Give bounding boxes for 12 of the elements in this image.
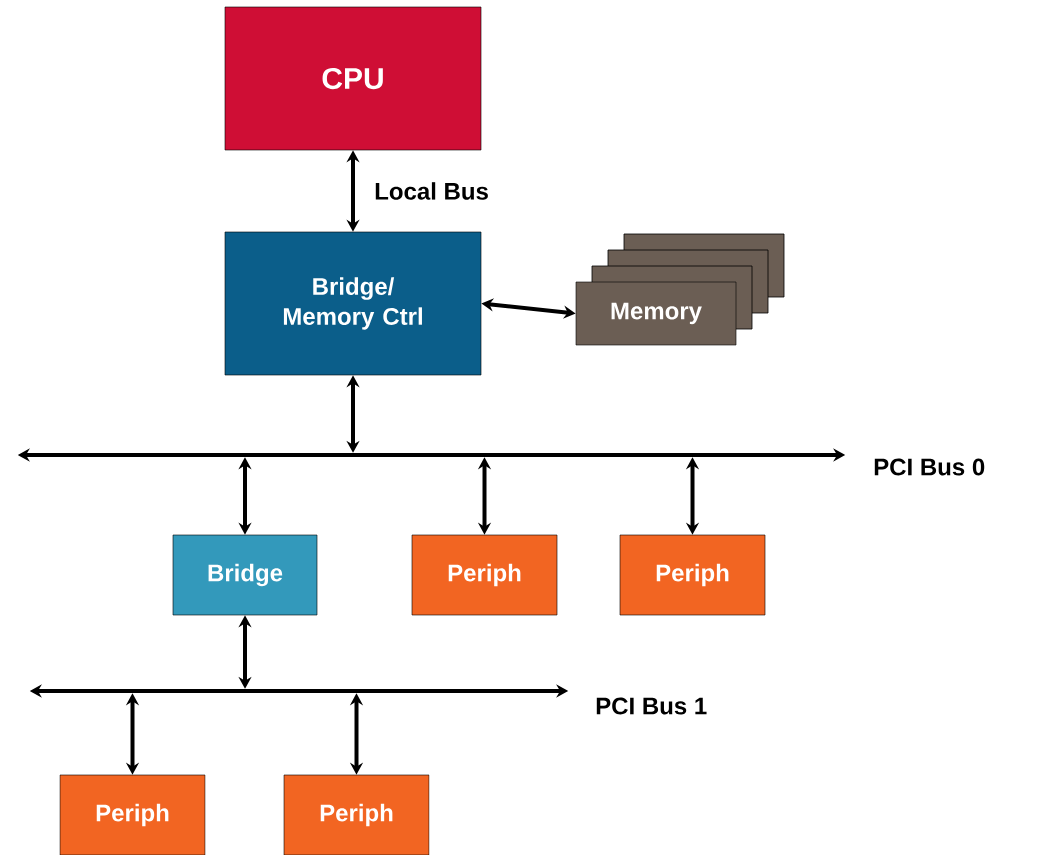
peripheral-box: Periph bbox=[411, 534, 558, 616]
peripheral-box: Periph bbox=[283, 774, 430, 855]
edge-label: Local Bus bbox=[373, 181, 490, 201]
peripheral-box: Periph bbox=[619, 534, 766, 616]
bridge-box: Bridge bbox=[172, 534, 318, 616]
cpu-box: CPU bbox=[224, 6, 482, 151]
bus-label: PCI Bus 0 bbox=[874, 458, 985, 476]
node-label: Memory bbox=[611, 302, 702, 325]
controller-box: Bridge/ Memory Ctrl bbox=[224, 231, 482, 376]
bus-label: PCI Bus 1 bbox=[596, 697, 707, 715]
memory-stack: Memory bbox=[575, 233, 785, 346]
peripheral-box: Periph bbox=[59, 774, 206, 855]
